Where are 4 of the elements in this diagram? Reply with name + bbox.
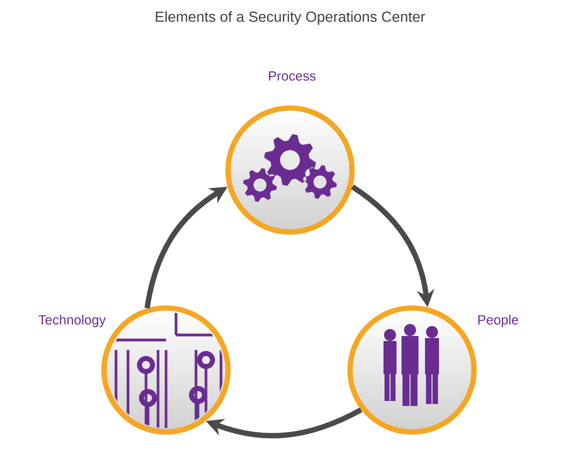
node-label: Technology (38, 314, 106, 328)
node-label: Process (269, 71, 316, 81)
node-label: People (478, 314, 518, 328)
title: Elements of a Security Operations Center (156, 11, 426, 25)
